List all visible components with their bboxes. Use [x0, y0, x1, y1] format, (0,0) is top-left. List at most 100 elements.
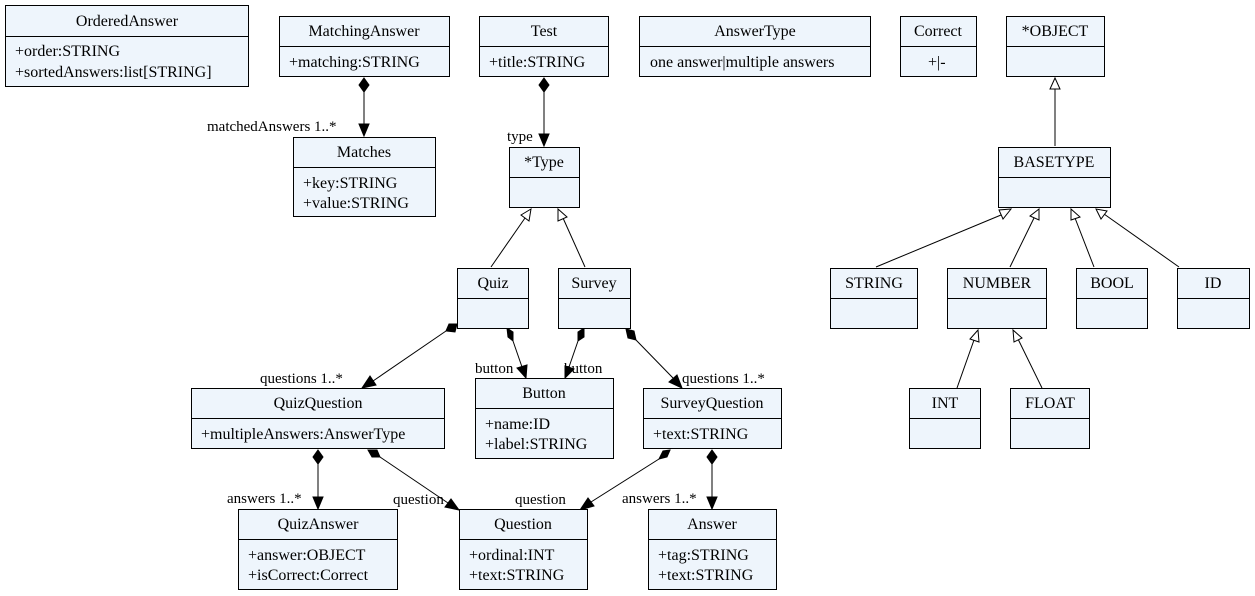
arrowhead — [564, 365, 575, 380]
edge-string-basetype — [875, 208, 1013, 268]
edge-quizquestion-quizanswer — [312, 449, 324, 511]
composition-diamond — [367, 449, 381, 458]
class-name: ID — [1205, 275, 1222, 292]
class-answer[interactable]: Answer +tag:STRING +text:STRING — [648, 509, 777, 590]
class-quiz-answer[interactable]: QuizAnswer +answer:OBJECT +isCorrect:Cor… — [238, 509, 398, 590]
label-quiz-question-role: question — [393, 492, 444, 508]
generalization-arrow — [1029, 207, 1040, 221]
composition-diamond — [358, 77, 370, 93]
arrowhead — [538, 133, 550, 148]
class-attribute: +name:ID — [485, 416, 550, 433]
generalization-arrow — [1095, 208, 1108, 220]
composition-diamond — [538, 77, 550, 93]
class-attribute: +answer:OBJECT — [248, 547, 366, 564]
class-bool[interactable]: BOOL — [1076, 268, 1148, 329]
class-answer-type[interactable]: AnswerType one answer|multiple answers — [639, 16, 871, 77]
class-survey[interactable]: Survey — [558, 268, 631, 329]
class-matching-answer[interactable]: MatchingAnswer +matching:STRING — [279, 16, 450, 77]
class-button[interactable]: Button +name:ID +label:STRING — [475, 378, 614, 459]
arrowhead — [444, 498, 461, 511]
class-int[interactable]: INT — [909, 388, 981, 449]
class-survey-question[interactable]: SurveyQuestion +text:STRING — [643, 388, 782, 449]
class-name: Correct — [914, 23, 963, 40]
class-question[interactable]: Question +ordinal:INT +text:STRING — [459, 509, 588, 590]
class-test[interactable]: Test +title:STRING — [479, 16, 609, 77]
class-attribute: +key:STRING — [303, 175, 398, 192]
class-id[interactable]: ID — [1177, 268, 1250, 329]
edge-survey-button — [564, 327, 585, 380]
composition-diamond — [625, 328, 637, 341]
class-attribute: one answer|multiple answers — [650, 54, 834, 71]
class-attribute: +value:STRING — [303, 195, 409, 212]
class-attribute: +label:STRING — [485, 436, 588, 453]
class-attribute: +multipleAnswers:AnswerType — [201, 426, 405, 443]
class-quiz-question[interactable]: QuizQuestion +multipleAnswers:AnswerType — [191, 388, 445, 449]
class-name: NUMBER — [963, 275, 1032, 292]
edge-quiz-button — [506, 326, 528, 380]
class-name: STRING — [845, 275, 903, 292]
class-name: BOOL — [1090, 275, 1134, 292]
label-quiz-questions: questions 1..* — [260, 371, 343, 387]
class-attribute: +text:STRING — [469, 567, 565, 584]
class-attribute: +sortedAnswers:list[STRING] — [15, 64, 212, 81]
edge-surveyquestion-answer — [706, 449, 718, 511]
class-name: *OBJECT — [1022, 23, 1089, 40]
class-name: BASETYPE — [1014, 154, 1095, 171]
label-survey-questions: questions 1..* — [682, 371, 765, 387]
composition-diamond — [312, 449, 324, 465]
generalization-arrow — [998, 208, 1013, 220]
edge-survey-type — [557, 207, 586, 268]
generalization-arrow — [557, 207, 568, 222]
edge-bool-basetype — [1070, 207, 1095, 268]
class-type[interactable]: *Type — [509, 147, 580, 208]
class-quiz[interactable]: Quiz — [457, 268, 529, 329]
generalization-arrow — [1012, 328, 1023, 343]
arrowhead — [668, 374, 683, 389]
generalization-arrow — [1049, 76, 1061, 90]
edge-int-number — [956, 328, 980, 389]
label-survey-answers: answers 1..* — [622, 491, 697, 507]
class-attribute: +matching:STRING — [289, 54, 420, 71]
class-attribute: +tag:STRING — [658, 547, 749, 564]
edges — [312, 76, 1180, 511]
arrowhead — [706, 496, 718, 511]
class-name: Quiz — [477, 275, 508, 292]
edge-labels: matchedAnswers 1..* type questions 1..* … — [207, 119, 765, 508]
class-basetype[interactable]: BASETYPE — [998, 147, 1111, 208]
class-name: OrderedAnswer — [76, 13, 179, 30]
composition-diamond — [506, 326, 514, 343]
edge-quizquestion-question — [367, 449, 461, 511]
class-object[interactable]: *OBJECT — [1006, 16, 1105, 77]
class-string[interactable]: STRING — [830, 268, 918, 329]
class-name: *Type — [524, 154, 564, 171]
edge-test-type — [538, 77, 550, 148]
class-matches[interactable]: Matches +key:STRING +value:STRING — [293, 137, 436, 217]
edge-id-basetype — [1095, 208, 1180, 268]
edge-basetype-object — [1049, 76, 1061, 146]
label-matched-answers: matchedAnswers 1..* — [207, 119, 337, 135]
label-quiz-answers: answers 1..* — [227, 491, 302, 507]
label-survey-button: button — [564, 361, 603, 377]
composition-diamond — [706, 449, 718, 465]
class-number[interactable]: NUMBER — [947, 268, 1047, 329]
edge-survey-surveyquestion — [625, 328, 683, 389]
class-name: MatchingAnswer — [308, 23, 420, 40]
class-name: SurveyQuestion — [660, 395, 763, 412]
class-name: QuizQuestion — [274, 395, 363, 412]
arrowhead — [578, 497, 595, 511]
class-float[interactable]: FLOAT — [1010, 388, 1090, 449]
class-name: Survey — [571, 275, 616, 292]
label-quiz-button: button — [475, 361, 514, 377]
class-ordered-answer[interactable]: OrderedAnswer +order:STRING +sortedAnswe… — [5, 5, 249, 87]
arrowhead — [516, 364, 528, 380]
class-name: FLOAT — [1025, 395, 1075, 412]
class-name: Answer — [687, 516, 737, 533]
class-attribute: +order:STRING — [15, 43, 120, 60]
composition-diamond — [658, 449, 671, 460]
edge-quiz-quizquestion — [360, 323, 458, 389]
class-name: AnswerType — [714, 23, 796, 40]
class-correct[interactable]: Correct +|- — [900, 16, 977, 77]
class-attribute: +isCorrect:Correct — [248, 567, 369, 584]
composition-diamond — [577, 327, 585, 342]
